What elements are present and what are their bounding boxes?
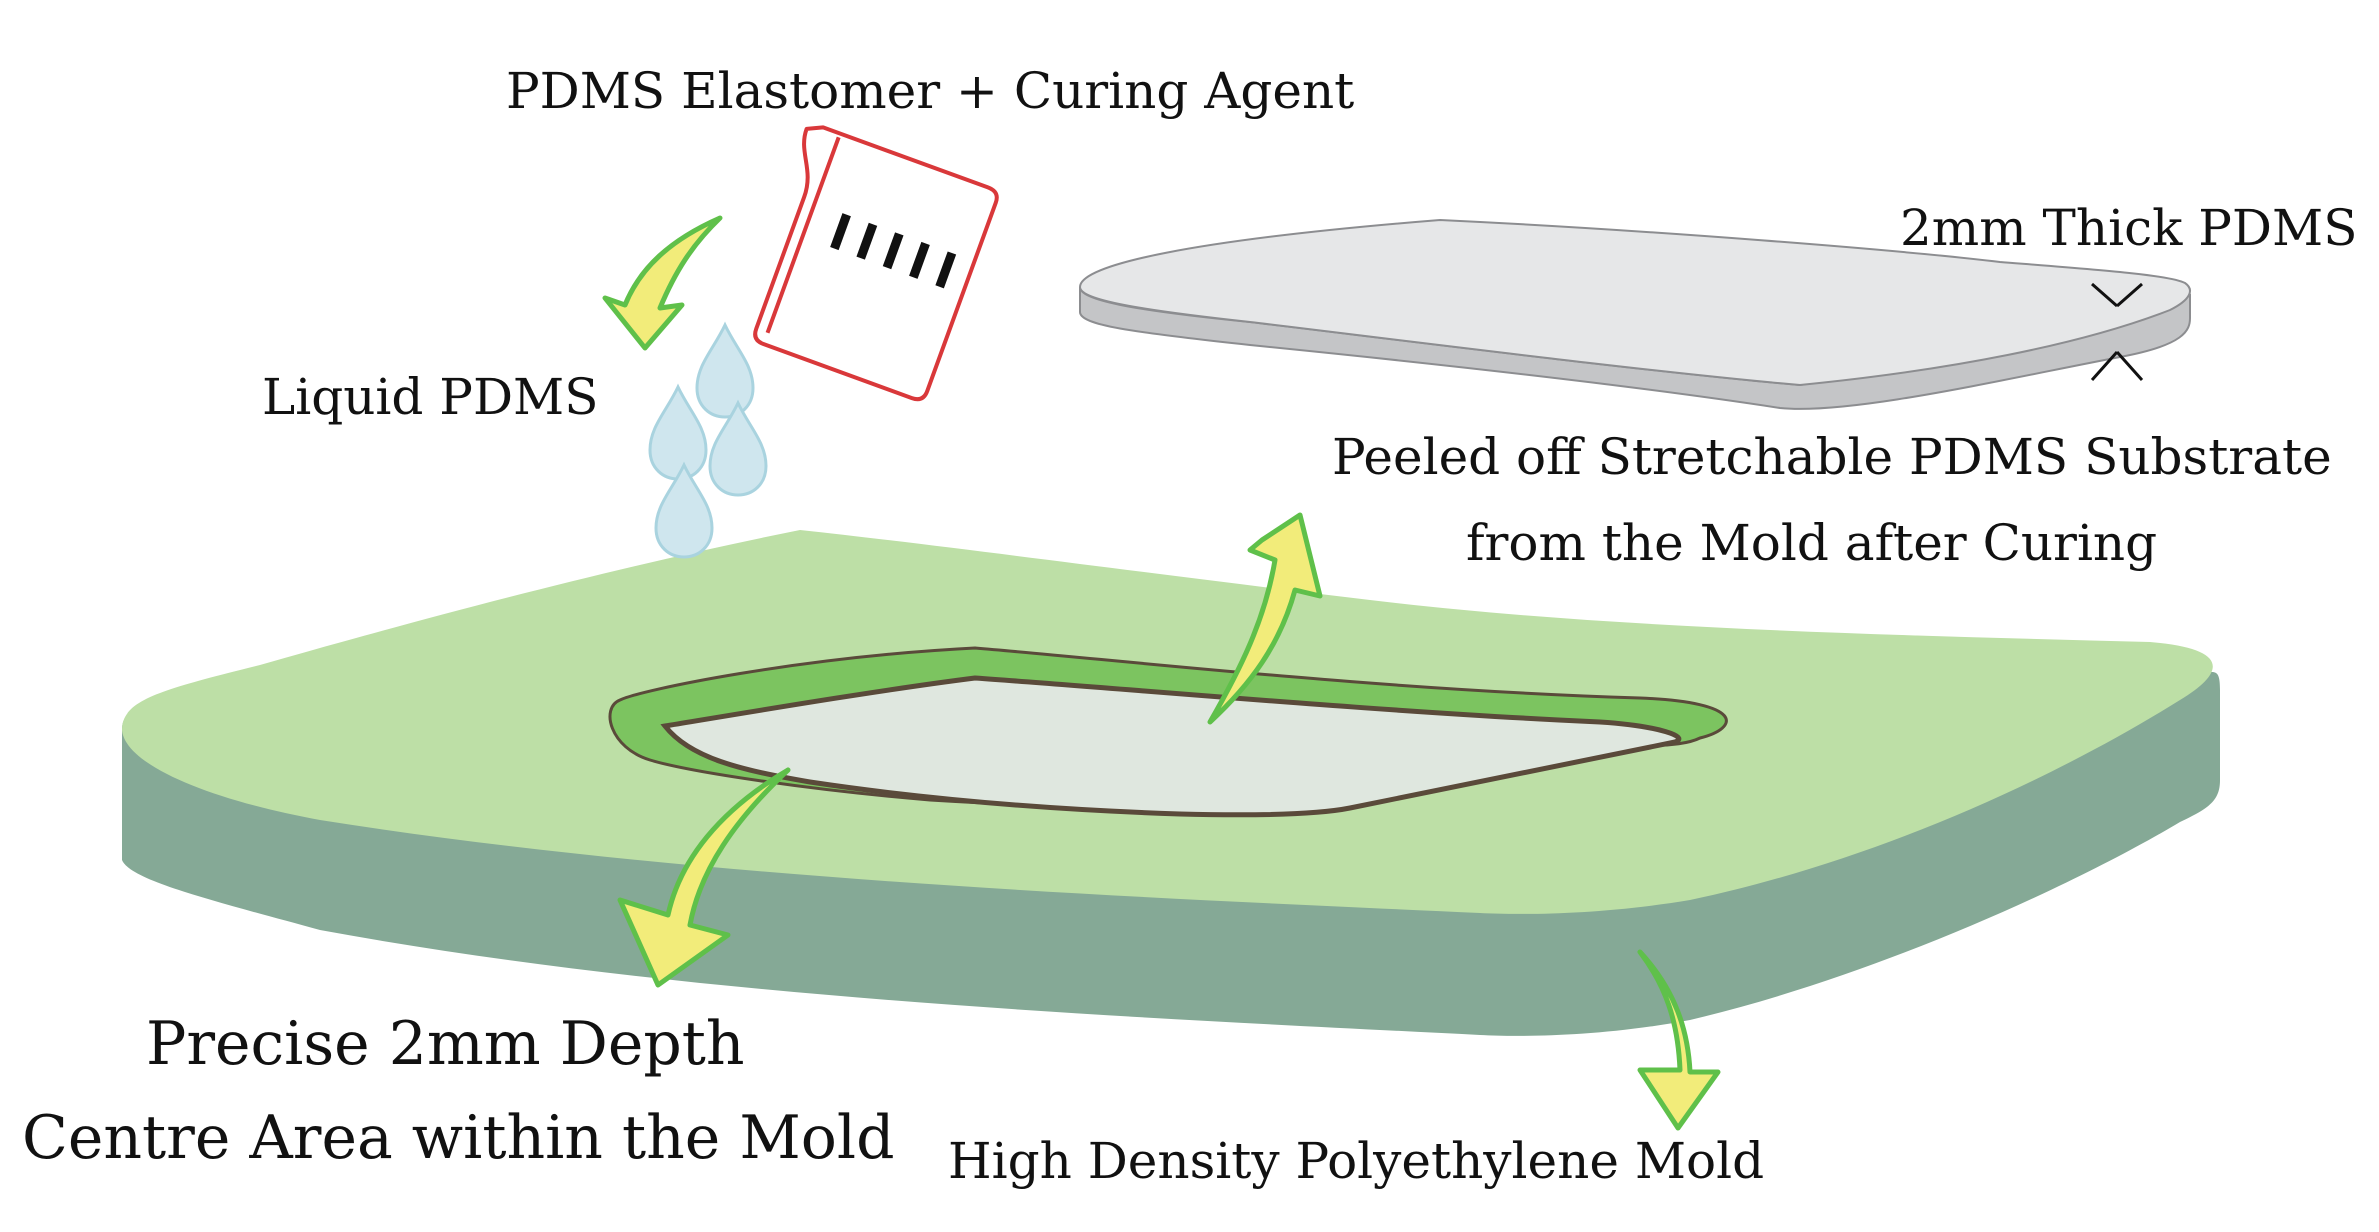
drop-icon xyxy=(648,385,708,481)
mold-label: High Density Polyethylene Mold xyxy=(948,1132,1765,1190)
peeled-label-line1: Peeled off Stretchable PDMS Substrate xyxy=(1332,428,2332,486)
beaker-icon xyxy=(753,125,999,402)
thickness-label: 2mm Thick PDMS xyxy=(1900,199,2358,257)
pdms-substrate xyxy=(1078,218,2191,410)
substrate-top xyxy=(1078,218,2191,387)
recess-floor xyxy=(660,675,1682,818)
hdpe-mold xyxy=(122,530,2220,1036)
depth-label-line1: Precise 2mm Depth xyxy=(146,1009,745,1079)
curved-arrow-icon xyxy=(1637,949,1721,1131)
pdms-mix-label: PDMS Elastomer + Curing Agent xyxy=(506,62,1355,120)
curved-arrow-icon xyxy=(1207,512,1323,725)
drop-icon xyxy=(654,463,714,559)
peeled-label-line2: from the Mold after Curing xyxy=(1466,514,2158,572)
recess xyxy=(608,646,1728,818)
thickness-marker-icon xyxy=(2090,282,2144,381)
curved-arrow-icon xyxy=(602,215,723,351)
drop-icon xyxy=(695,323,755,419)
liquid-pdms-drops xyxy=(648,323,768,559)
liquid-pdms-label: Liquid PDMS xyxy=(262,368,599,426)
curved-arrow-icon xyxy=(617,767,791,988)
depth-label-line2: Centre Area within the Mold xyxy=(22,1103,895,1173)
